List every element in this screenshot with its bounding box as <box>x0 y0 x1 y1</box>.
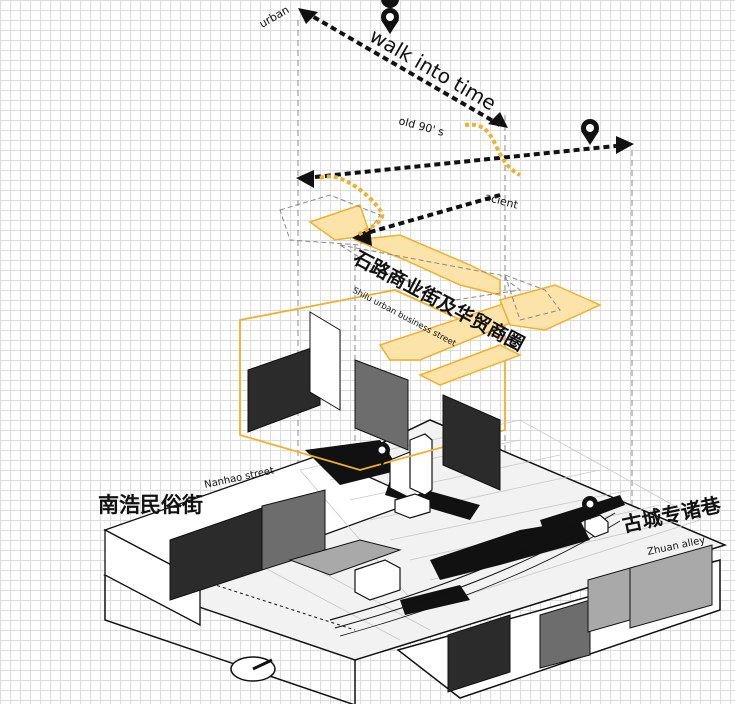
river-contour <box>329 504 611 621</box>
walk-into-time-label: walk into time <box>366 24 501 116</box>
compass-icon <box>230 656 276 682</box>
time-path <box>319 122 521 237</box>
shilu-photos <box>247 311 501 491</box>
nanhao-cn-label: 南浩民俗街 <box>98 493 203 517</box>
old-90s-label: old 90' s <box>397 114 446 139</box>
location-pin-icon <box>374 442 390 466</box>
buildings <box>354 433 609 601</box>
urban-label: urban <box>257 3 291 30</box>
arrow-heads <box>296 8 634 246</box>
timeline-arrows <box>303 10 626 237</box>
ancient-label: acient <box>483 190 520 212</box>
location-pin-icon <box>381 0 399 34</box>
location-pin-icon <box>582 496 598 520</box>
shilu-frame <box>239 289 506 471</box>
nanhao-photos <box>169 489 402 601</box>
zhuan-photos <box>447 544 713 693</box>
location-pin-icon <box>581 119 599 145</box>
